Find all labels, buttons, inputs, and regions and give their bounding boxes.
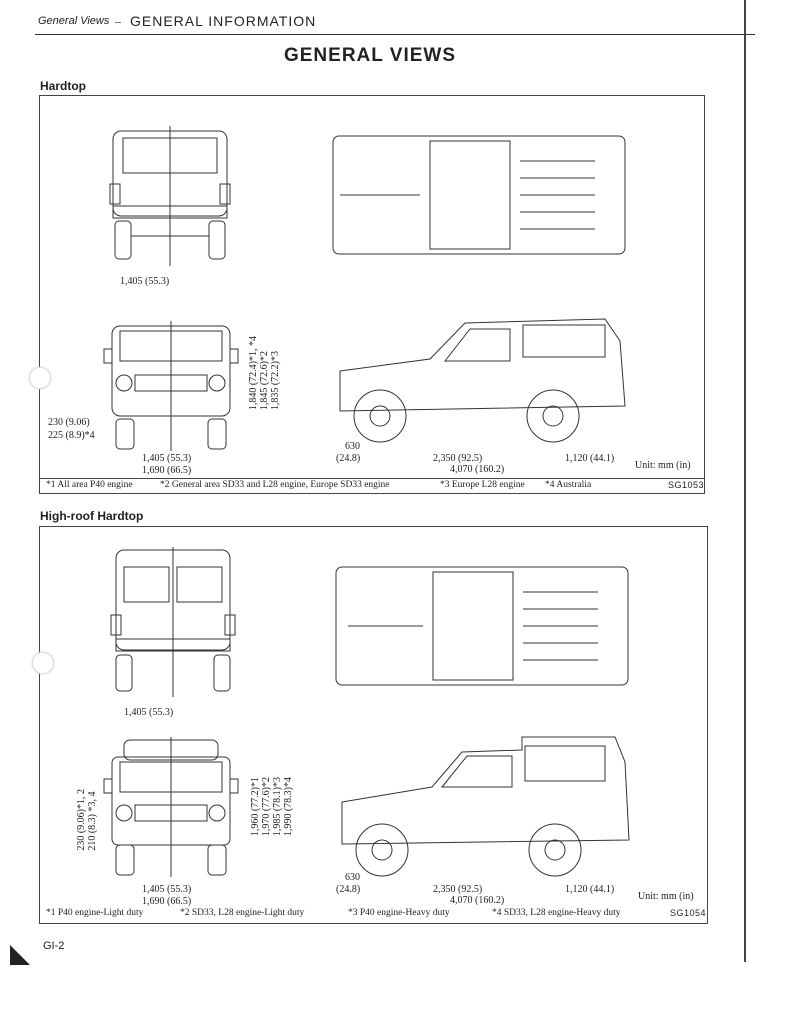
vehicle-height-dims: 1,840 (72.4)*1, *4 1,845 (72.6)*2 1,835 …	[248, 336, 281, 410]
front-view-drawing	[103, 321, 239, 451]
footnote: *4 Australia	[545, 480, 592, 490]
rear-overhang-dim: 1,120 (44.1)	[565, 884, 615, 895]
ground-clearance-dims: 230 (9.06)*1, 2 210 (8.3) *3, 4	[76, 789, 98, 851]
figure-code: SG1053	[668, 480, 705, 490]
front-track-dim: 1,405 (55.3)	[142, 453, 192, 464]
header-rule	[35, 34, 755, 35]
header-section: General Views	[38, 15, 110, 27]
hardtop-diagram-box: 1,405 (55.3) 1,840 (72.4)*1, *4 1,845 (7…	[39, 95, 705, 494]
ground-clearance-dim: 230 (9.06)	[48, 417, 90, 428]
height-dim: 1,970 (77.6)*2	[261, 777, 272, 837]
vehicle-height-dims: 1,960 (77.2)*1 1,970 (77.6)*2 1,985 (78.…	[250, 777, 294, 836]
side-view-drawing	[339, 318, 626, 443]
overall-length-dim: 4,070 (160.2)	[450, 464, 505, 475]
height-dim: 1,985 (78.1)*3	[272, 777, 283, 837]
footnote: *2 General area SD33 and L28 engine, Eur…	[160, 480, 390, 490]
rear-track-dim: 1,405 (55.3)	[120, 276, 170, 287]
front-overhang-dim-in: (24.8)	[336, 453, 361, 464]
footnote: *2 SD33, L28 engine-Light duty	[180, 908, 305, 918]
page-number: GI-2	[43, 940, 65, 952]
ground-clearance-dim: 230 (9.06)*1, 2	[76, 789, 87, 851]
front-overhang-dim: 630	[345, 441, 360, 452]
footnote: *3 Europe L28 engine	[440, 480, 525, 490]
unit-label: Unit: mm (in)	[638, 891, 694, 902]
top-view-drawing	[335, 566, 629, 686]
punch-hole	[29, 367, 51, 389]
corner-marker-icon	[10, 945, 30, 965]
rear-view-drawing	[110, 547, 236, 697]
front-overhang-dim: 630	[345, 872, 360, 883]
rear-overhang-dim: 1,120 (44.1)	[565, 453, 615, 464]
front-overhang-dim-in: (24.8)	[336, 884, 361, 895]
wheelbase-dim: 2,350 (92.5)	[433, 884, 483, 895]
front-view-drawing	[103, 737, 239, 877]
figure-code: SG1054	[670, 908, 707, 918]
section-title-high-roof-hardtop: High-roof Hardtop	[40, 509, 144, 523]
side-view-drawing	[341, 736, 630, 877]
punch-hole	[32, 652, 54, 674]
ground-clearance-dim: 210 (8.3) *3, 4	[87, 791, 98, 851]
footnote-rule	[40, 478, 704, 479]
height-dim: 1,840 (72.4)*1, *4	[248, 336, 259, 411]
footnote: *1 P40 engine-Light duty	[46, 908, 144, 918]
footnote: *3 P40 engine-Heavy duty	[348, 908, 450, 918]
front-track-dim: 1,405 (55.3)	[142, 884, 192, 895]
page-title: GENERAL VIEWS	[283, 45, 457, 66]
header-chapter: GENERAL INFORMATION	[130, 13, 317, 29]
overall-length-dim: 4,070 (160.2)	[450, 895, 505, 906]
rear-track-dim: 1,405 (55.3)	[124, 707, 174, 718]
header-dash: –	[115, 14, 121, 28]
height-dim: 1,990 (78.3)*4	[283, 777, 294, 837]
top-view-drawing	[332, 135, 626, 255]
footnote: *4 SD33, L28 engine-Heavy duty	[492, 908, 621, 918]
overall-width-dim: 1,690 (66.5)	[142, 465, 192, 476]
height-dim: 1,845 (72.6)*2	[259, 351, 270, 411]
wheelbase-dim: 2,350 (92.5)	[433, 453, 483, 464]
page-edge	[744, 0, 746, 962]
rear-view-drawing	[109, 126, 231, 266]
footnote: *1 All area P40 engine	[46, 480, 133, 490]
height-dim: 1,835 (72.2)*3	[270, 351, 281, 411]
ground-clearance-dim: 225 (8.9)*4	[48, 430, 95, 441]
overall-width-dim: 1,690 (66.5)	[142, 896, 192, 907]
height-dim: 1,960 (77.2)*1	[250, 777, 261, 837]
unit-label: Unit: mm (in)	[635, 460, 691, 471]
high-roof-diagram-box: 1,405 (55.3) 1,960 (77.2)*1 1,970 (77.6)…	[39, 526, 708, 924]
section-title-hardtop: Hardtop	[40, 79, 86, 93]
